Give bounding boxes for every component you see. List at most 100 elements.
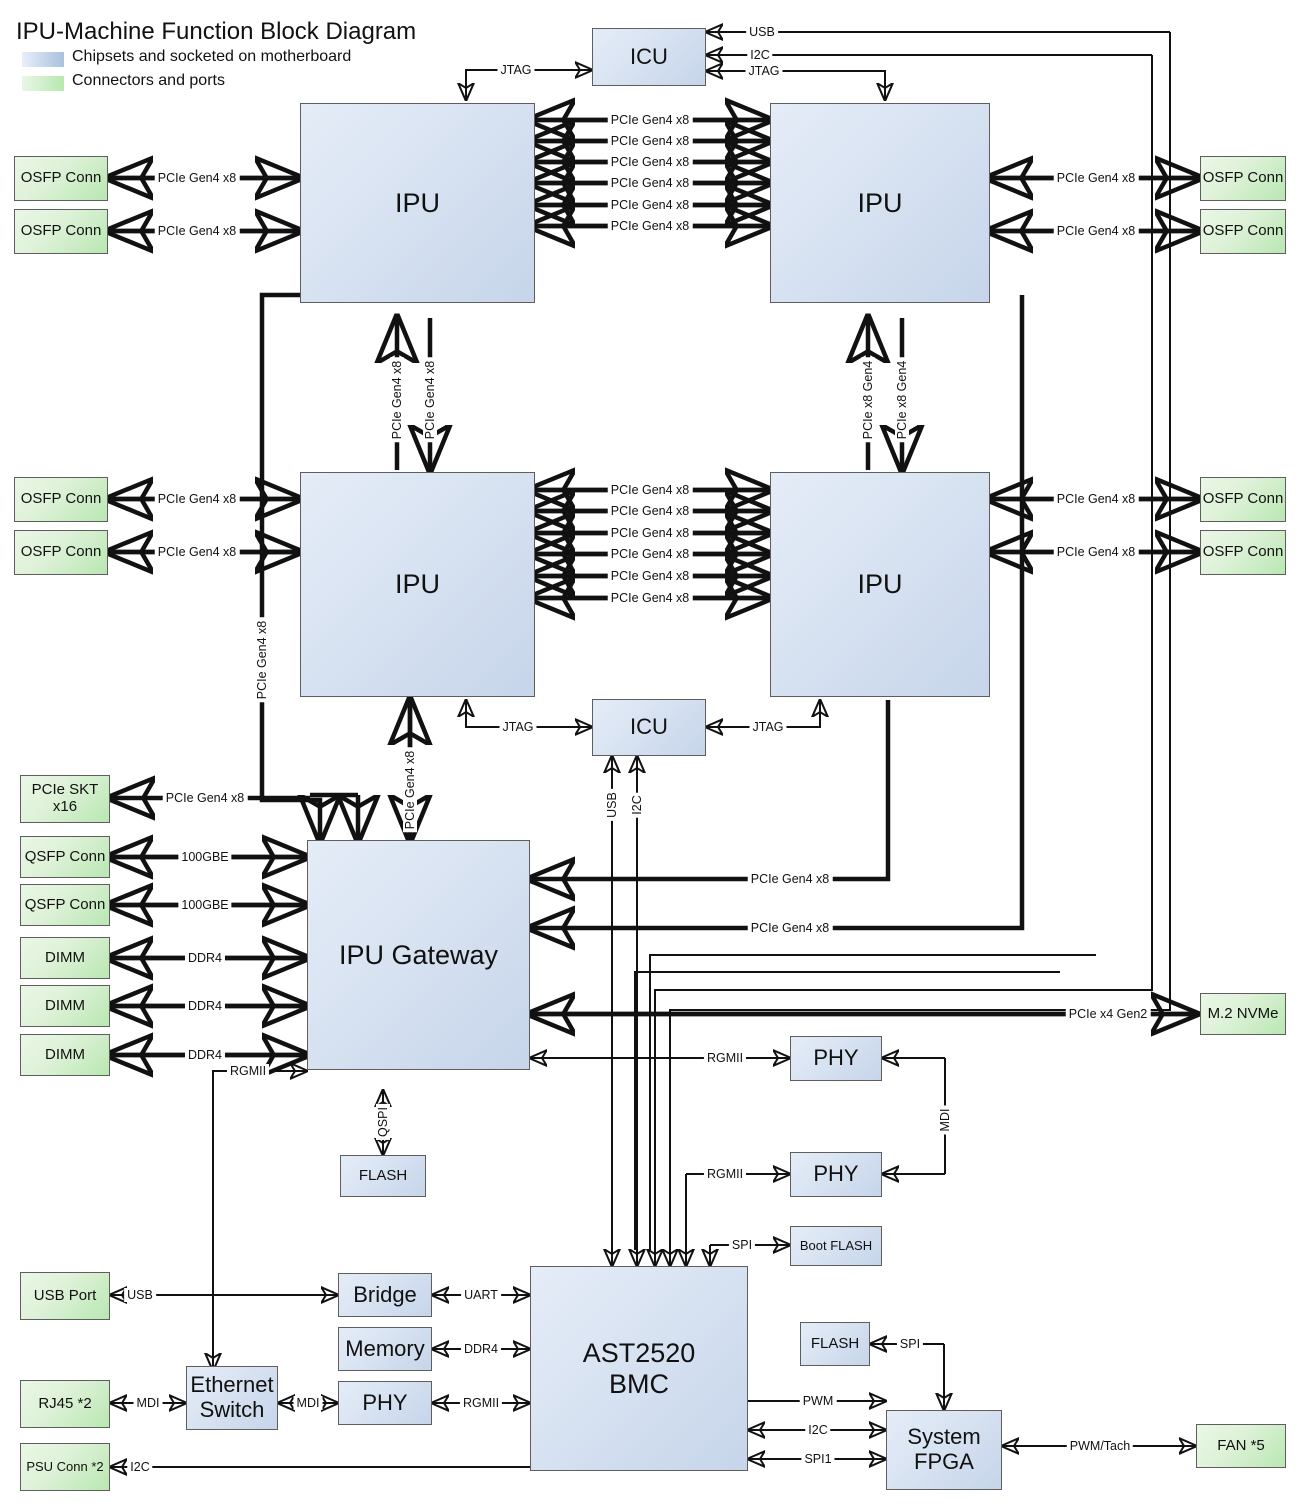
- block-ipu-bottom-left[interactable]: IPU: [300, 472, 535, 697]
- block-phy-lower[interactable]: PHY: [790, 1152, 882, 1197]
- label-top-link-4: PCIe Gen4 x8: [607, 176, 693, 190]
- label-spi-boot-flash: SPI: [728, 1238, 756, 1252]
- connector-osfp-2[interactable]: OSFP Conn: [14, 209, 108, 254]
- label-jtag-icu-mid-left: JTAG: [499, 720, 537, 734]
- label-bottom-link-5: PCIe Gen4 x8: [607, 569, 693, 583]
- block-ipu-top-left[interactable]: IPU: [300, 103, 535, 303]
- label-osfp5-link: PCIe Gen4 x8: [154, 492, 240, 506]
- connector-m2-nvme[interactable]: M.2 NVMe: [1200, 993, 1286, 1035]
- connector-osfp-6[interactable]: OSFP Conn: [14, 530, 108, 575]
- block-icu-top[interactable]: ICU: [592, 28, 706, 86]
- legend-swatch-chipsets: [22, 52, 64, 67]
- block-bridge[interactable]: Bridge: [338, 1273, 432, 1317]
- connector-osfp-1[interactable]: OSFP Conn: [14, 156, 108, 201]
- connector-dimm-2[interactable]: DIMM: [20, 985, 110, 1027]
- connector-osfp-7[interactable]: OSFP Conn: [1200, 477, 1286, 522]
- label-i2c-icu-top: I2C: [747, 48, 773, 62]
- label-osfp8-link: PCIe Gen4 x8: [1053, 545, 1139, 559]
- label-mdi-phy-switch: MDI: [293, 1396, 323, 1410]
- connector-psu[interactable]: PSU Conn *2: [20, 1443, 110, 1491]
- label-qsfp2-link: 100GBE: [178, 898, 232, 912]
- label-osfp6-link: PCIe Gen4 x8: [154, 545, 240, 559]
- label-bottom-link-1: PCIe Gen4 x8: [607, 483, 693, 497]
- label-bottom-link-6: PCIe Gen4 x8: [607, 591, 693, 605]
- connector-fan[interactable]: FAN *5: [1196, 1424, 1286, 1468]
- label-m2-nvme-link: PCIe x4 Gen2: [1065, 1007, 1151, 1021]
- connector-usb-port[interactable]: USB Port: [20, 1272, 110, 1320]
- legend-swatch-connectors: [22, 76, 64, 91]
- label-vert-right-1: PCIe x8 Gen4: [861, 357, 875, 443]
- block-memory[interactable]: Memory: [338, 1327, 432, 1371]
- label-bottom-link-4: PCIe Gen4 x8: [607, 547, 693, 561]
- label-pwm-fpga: PWM: [799, 1394, 837, 1408]
- connector-osfp-5[interactable]: OSFP Conn: [14, 477, 108, 522]
- label-gw-iputr-link: PCIe Gen4 x8: [747, 921, 833, 935]
- label-osfp7-link: PCIe Gen4 x8: [1053, 492, 1139, 506]
- label-usb-icu-mid: USB: [605, 789, 619, 821]
- label-rgmii-phy-upper: RGMII: [703, 1051, 747, 1065]
- label-rgmii-phy-lower: RGMII: [703, 1167, 747, 1181]
- label-spi1-fpga: SPI1: [801, 1452, 835, 1466]
- block-ipu-bottom-right[interactable]: IPU: [770, 472, 990, 697]
- label-osfp3-link: PCIe Gen4 x8: [1053, 171, 1139, 185]
- block-ipu-gateway[interactable]: IPU Gateway: [307, 840, 530, 1070]
- label-osfp1-link: PCIe Gen4 x8: [154, 171, 240, 185]
- legend-label-chipsets: Chipsets and socketed on motherboard: [72, 48, 352, 65]
- label-vert-right-2: PCIe x8 Gen4: [895, 357, 909, 443]
- block-icu-mid[interactable]: ICU: [592, 699, 706, 756]
- connector-pcie-skt[interactable]: PCIe SKT x16: [20, 775, 110, 823]
- system-fpga-line1: System: [907, 1424, 981, 1450]
- block-ipu-top-right[interactable]: IPU: [770, 103, 990, 303]
- label-spi-flash-fpga: SPI: [896, 1337, 924, 1351]
- connector-dimm-1[interactable]: DIMM: [20, 937, 110, 979]
- label-osfp4-link: PCIe Gen4 x8: [1053, 224, 1139, 238]
- pcie-skt-line1: PCIe SKT: [31, 781, 99, 799]
- label-top-link-6: PCIe Gen4 x8: [607, 219, 693, 233]
- label-ddr4-memory: DDR4: [460, 1342, 502, 1356]
- label-top-link-5: PCIe Gen4 x8: [607, 198, 693, 212]
- bmc-line1: AST2520: [582, 1338, 696, 1369]
- label-top-link-3: PCIe Gen4 x8: [607, 155, 693, 169]
- block-phy-upper[interactable]: PHY: [790, 1036, 882, 1081]
- label-jtag-icu-mid-right: JTAG: [749, 720, 787, 734]
- label-pcie-skt-link: PCIe Gen4 x8: [162, 791, 248, 805]
- label-mdi-rj45: MDI: [133, 1396, 163, 1410]
- block-phy-bmc[interactable]: PHY: [338, 1381, 432, 1425]
- label-jtag-icu-top-left: JTAG: [497, 63, 535, 77]
- eth-switch-line1: Ethernet: [190, 1372, 274, 1398]
- label-i2c-psu: I2C: [127, 1460, 153, 1474]
- label-gw-ipu-left-route: PCIe Gen4 x8: [255, 617, 269, 703]
- connector-rj45[interactable]: RJ45 *2: [20, 1380, 110, 1428]
- pcie-skt-line2: x16: [52, 798, 78, 815]
- label-mdi-phy: MDI: [938, 1105, 952, 1135]
- label-osfp2-link: PCIe Gen4 x8: [154, 224, 240, 238]
- connector-qsfp-1[interactable]: QSFP Conn: [20, 836, 110, 878]
- block-flash-fpga[interactable]: FLASH: [800, 1322, 870, 1366]
- block-ast2520-bmc[interactable]: AST2520 BMC: [530, 1266, 748, 1471]
- label-rgmii-bmc-phy: RGMII: [459, 1396, 503, 1410]
- connector-osfp-3[interactable]: OSFP Conn: [1200, 156, 1286, 201]
- block-flash-gateway[interactable]: FLASH: [340, 1155, 426, 1197]
- connector-osfp-8[interactable]: OSFP Conn: [1200, 530, 1286, 575]
- label-bottom-link-3: PCIe Gen4 x8: [607, 526, 693, 540]
- label-uart-bridge: UART: [461, 1288, 501, 1302]
- page-title: IPU-Machine Function Block Diagram: [16, 18, 417, 45]
- block-boot-flash[interactable]: Boot FLASH: [790, 1226, 882, 1266]
- label-rgmii-gateway: RGMII: [226, 1064, 270, 1078]
- label-vert-left-2: PCIe Gen4 x8: [423, 357, 437, 443]
- system-fpga-line2: FPGA: [914, 1449, 974, 1474]
- connector-osfp-4[interactable]: OSFP Conn: [1200, 209, 1286, 254]
- label-gw-ipu-vert: PCIe Gen4 x8: [403, 747, 417, 833]
- eth-switch-line2: Switch: [199, 1397, 265, 1422]
- label-i2c-fpga: I2C: [805, 1423, 831, 1437]
- label-top-link-1: PCIe Gen4 x8: [607, 113, 693, 127]
- block-system-fpga[interactable]: System FPGA: [886, 1410, 1002, 1490]
- connector-dimm-3[interactable]: DIMM: [20, 1034, 110, 1076]
- block-ethernet-switch[interactable]: Ethernet Switch: [186, 1366, 278, 1430]
- label-bottom-link-2: PCIe Gen4 x8: [607, 504, 693, 518]
- label-qspi-flash: QSPI: [376, 1104, 390, 1140]
- bmc-line2: BMC: [609, 1368, 669, 1399]
- connector-qsfp-2[interactable]: QSFP Conn: [20, 884, 110, 926]
- label-dimm2-link: DDR4: [184, 999, 226, 1013]
